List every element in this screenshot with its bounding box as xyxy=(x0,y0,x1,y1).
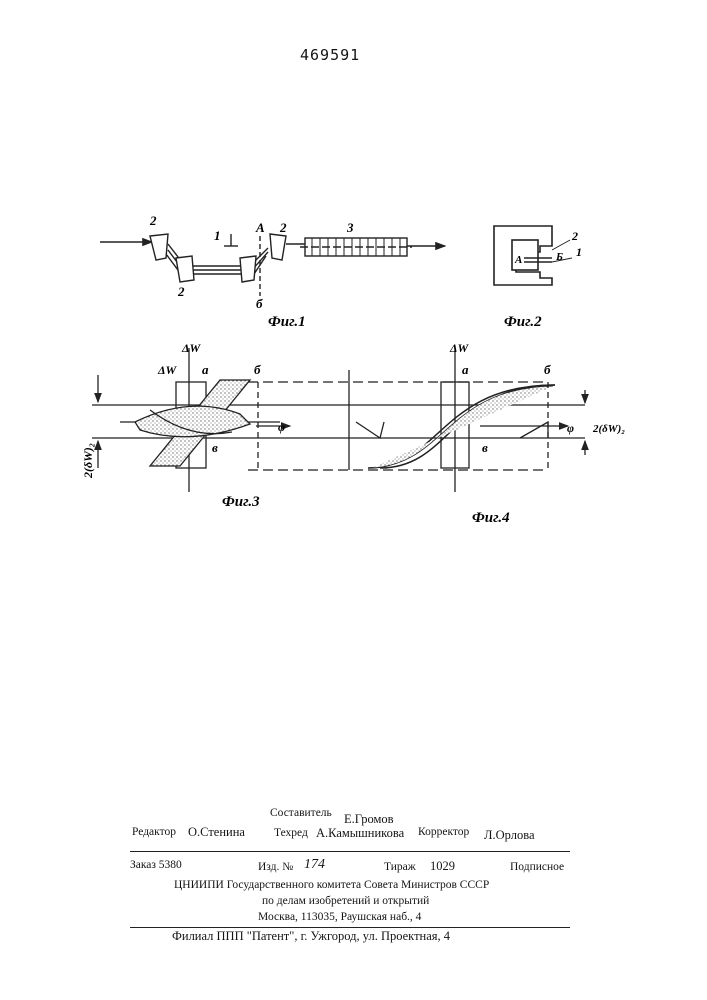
fig3-label-dw-top: ΔW xyxy=(181,341,202,355)
fig1-caption: Фиг.1 xyxy=(268,314,306,330)
tirazh-value: 1029 xyxy=(430,859,455,874)
figures-drawing: 2 2 1 A 2 3 б Фиг.1 A Б 2 1 Фиг.2 xyxy=(0,0,707,560)
fig2-caption: Фиг.2 xyxy=(504,314,542,330)
fig2-label-1: 1 xyxy=(576,245,582,259)
fig3-label-dw-left: ΔW xyxy=(157,363,178,377)
corrector-name: Л.Орлова xyxy=(484,828,535,843)
izd-label: Изд. № xyxy=(258,861,293,873)
org-line-1: ЦНИИПИ Государственного комитета Совета … xyxy=(174,879,489,891)
branch-address: Филиал ППП "Патент", г. Ужгород, ул. Про… xyxy=(172,929,450,944)
fig4-label-a: a xyxy=(462,362,469,377)
tirazh-label: Тираж xyxy=(384,861,416,873)
corrector-label: Корректор xyxy=(418,826,469,838)
fig1-label-2-bottom: 2 xyxy=(177,284,185,299)
fig4-label-phi: φ xyxy=(567,421,574,435)
fig3-label-width: 2(δW)₂ xyxy=(81,443,95,479)
fig4-label-b: б xyxy=(544,362,551,377)
fig1-label-a: A xyxy=(255,220,265,235)
izd-value: 174 xyxy=(304,857,325,873)
fig2-label-b: Б xyxy=(555,251,563,263)
compiler-name: Е.Громов xyxy=(344,812,394,827)
editor-label: Редактор xyxy=(132,826,176,838)
techred-label: Техред xyxy=(274,827,308,839)
fig2-label-a: A xyxy=(514,254,522,266)
divider-bottom xyxy=(130,927,570,928)
signed-label: Подписное xyxy=(510,861,564,873)
techred-name: А.Камышникова xyxy=(316,826,404,841)
colophon: Составитель Е.Громов Редактор О.Стенина … xyxy=(0,800,707,950)
fig1-label-2-right: 2 xyxy=(279,220,287,235)
org-line-2: по делам изобретений и открытий xyxy=(262,895,429,907)
order-number: Заказ 5380 xyxy=(130,859,182,871)
fig1-label-3: 3 xyxy=(346,220,354,235)
editor-name: О.Стенина xyxy=(188,825,245,840)
fig4-caption: Фиг.4 xyxy=(472,510,510,526)
fig4-label-v: в xyxy=(482,440,488,455)
fig3-label-v: в xyxy=(212,440,218,455)
fig3-label-a: a xyxy=(202,362,209,377)
fig1-label-b: б xyxy=(256,296,263,311)
org-line-3: Москва, 113035, Раушская наб., 4 xyxy=(258,911,421,923)
fig3-caption: Фиг.3 xyxy=(222,494,260,510)
fig4-label-dw: ΔW xyxy=(449,341,470,355)
fig1-drawing xyxy=(100,234,445,296)
fig1-label-1: 1 xyxy=(214,228,221,243)
fig1-label-2-top: 2 xyxy=(149,213,157,228)
fig3-label-phi: φ xyxy=(278,420,285,434)
compiler-label: Составитель xyxy=(270,807,332,819)
fig2-label-2: 2 xyxy=(571,229,578,243)
divider-top xyxy=(130,851,570,852)
fig3-label-b: б xyxy=(254,362,261,377)
fig4-label-width: 2(δW)₂ xyxy=(592,423,625,435)
